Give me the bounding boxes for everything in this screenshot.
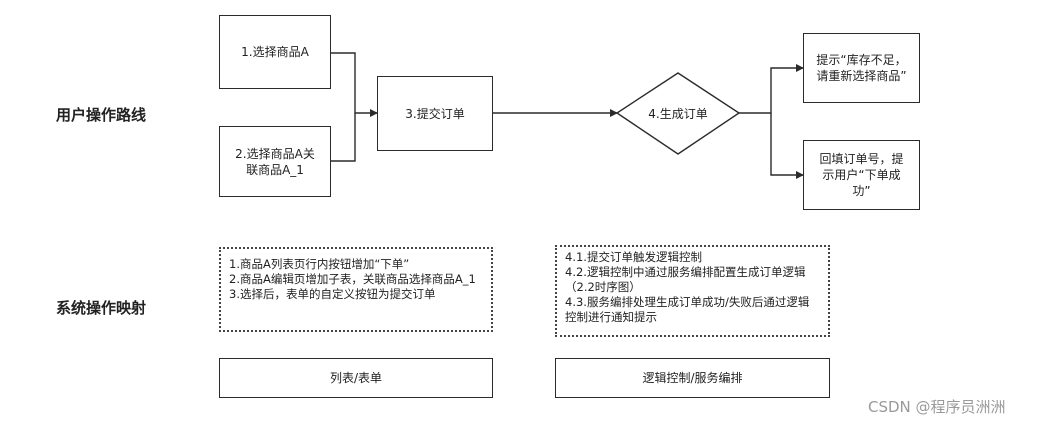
bottom-logic-text: 逻辑控制/服务编排 xyxy=(642,371,743,385)
note-logic-line: 4.3.服务编排处理生成订单成功/失败后通过逻辑控制进行通知提示 xyxy=(565,295,810,324)
note-logic-line: 4.1.提交订单触发逻辑控制 xyxy=(565,250,702,264)
bottom-list-form-text: 列表/表单 xyxy=(329,371,383,385)
connector-select-related-to-submit xyxy=(331,113,356,162)
note-list-form: 1.商品A列表页行内按钮增加“下单” 2.商品A编辑页增加子表，关联商品选择商品… xyxy=(219,247,493,332)
user-route-label: 用户操作路线 xyxy=(56,106,147,124)
note-list-form-line: 3.选择后，表单的自定义按钮为提交订单 xyxy=(229,287,436,301)
node-fill-order-text: 回填订单号，提示用户“下单成功” xyxy=(819,152,904,198)
decision-text: 4.生成订单 xyxy=(648,107,708,121)
node-select-a: 1.选择商品A xyxy=(219,15,331,89)
note-logic-line: 4.2.逻辑控制中通过服务编排配置生成订单逻辑（2.2时序图） xyxy=(565,265,806,294)
connector-generate-to-fill-order xyxy=(770,113,804,179)
note-list-form-line: 1.商品A列表页行内按钮增加“下单” xyxy=(229,257,410,271)
node-select-related: 2.选择商品A关联商品A_1 xyxy=(219,126,331,197)
connector-generate-to-out-of-stock xyxy=(739,64,804,114)
note-list-form-line: 2.商品A编辑页增加子表，关联商品选择商品A_1 xyxy=(229,272,476,286)
bottom-logic: 逻辑控制/服务编排 xyxy=(555,358,830,398)
node-fill-order: 回填订单号，提示用户“下单成功” xyxy=(803,140,920,210)
note-logic: 4.1.提交订单触发逻辑控制 4.2.逻辑控制中通过服务编排配置生成订单逻辑（2… xyxy=(555,245,830,337)
connector-select-a-to-submit xyxy=(331,52,378,117)
decision-diamond xyxy=(615,72,741,155)
system-mapping-label: 系统操作映射 xyxy=(56,299,147,317)
node-submit-order: 3.提交订单 xyxy=(377,76,493,151)
node-submit-order-text: 3.提交订单 xyxy=(405,106,465,121)
watermark: CSDN @程序员洲洲 xyxy=(868,398,1006,416)
node-select-related-text: 2.选择商品A关联商品A_1 xyxy=(235,146,315,177)
node-select-a-text: 1.选择商品A xyxy=(241,45,309,59)
node-out-of-stock: 提示“库存不足，请重新选择商品” xyxy=(803,33,920,103)
node-out-of-stock-text: 提示“库存不足，请重新选择商品” xyxy=(816,53,907,83)
bottom-list-form: 列表/表单 xyxy=(219,358,493,398)
